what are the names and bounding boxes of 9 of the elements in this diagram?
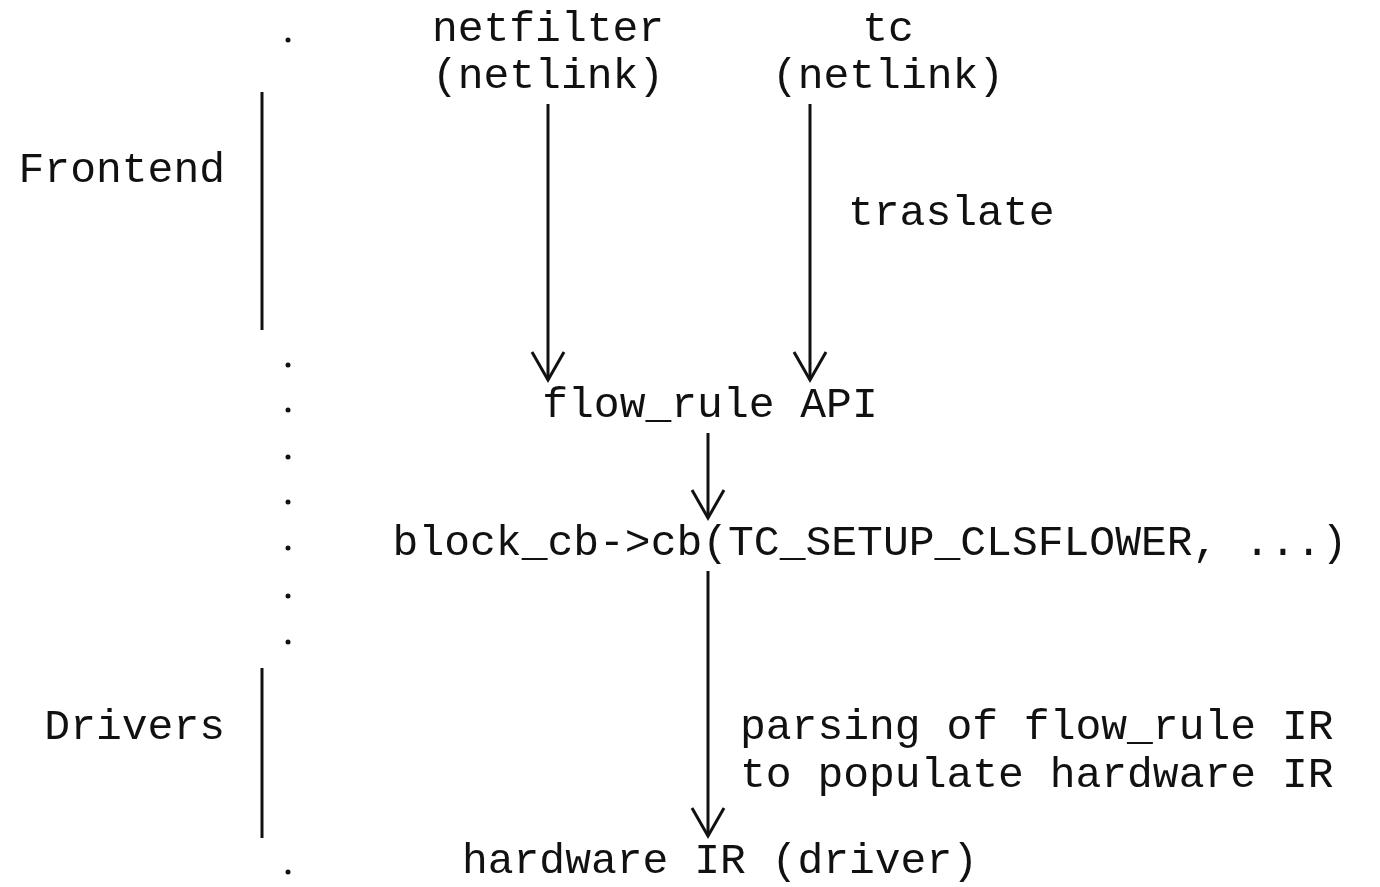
arrow xyxy=(690,433,726,520)
node-label: flow_rule API xyxy=(520,382,900,429)
node-label: hardware IR (driver) xyxy=(440,838,1000,885)
arrow xyxy=(690,571,726,838)
node-label: block_cb->cb(TC_SETUP_CLSFLOWER, ...) xyxy=(370,520,1370,567)
node-label: tc (netlink) xyxy=(758,6,1018,100)
arrow xyxy=(792,104,828,382)
arrow xyxy=(530,104,566,382)
node-label: netfilter (netlink) xyxy=(418,6,678,100)
